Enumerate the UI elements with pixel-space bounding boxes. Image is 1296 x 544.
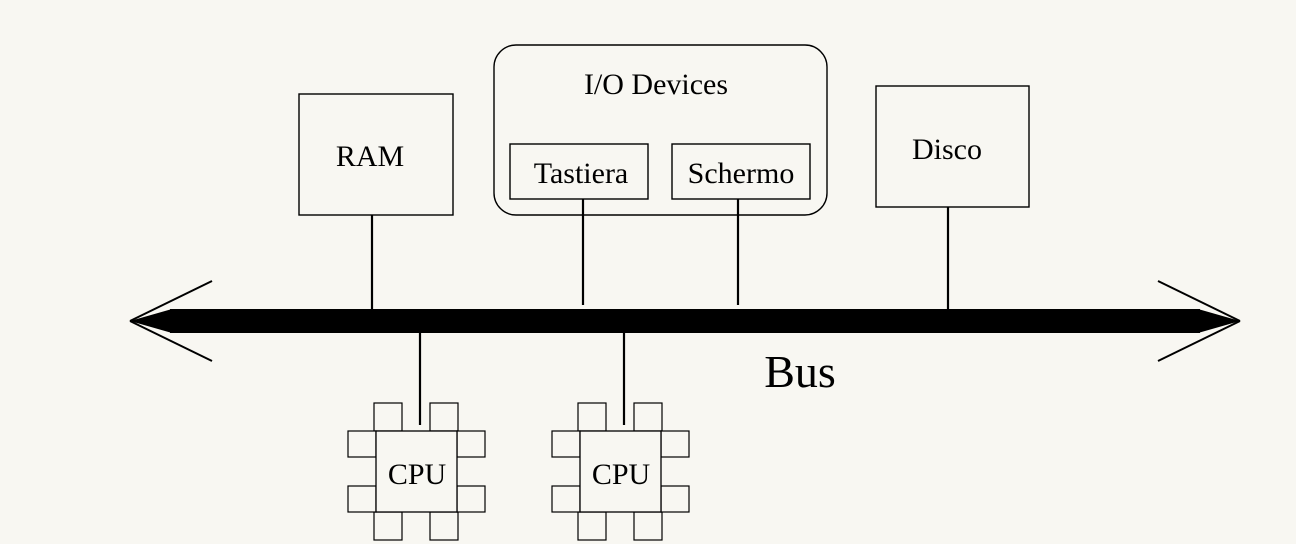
ram-box [298,93,454,216]
io-devices-group: I/O Devices Tastiera Schermo [493,44,828,305]
cpu-2-pin [551,430,581,458]
io-devices-label: I/O Devices [584,68,728,101]
bus-label: Bus [764,346,836,397]
cpu-1-pin [456,430,486,458]
screen-label: Schermo [688,157,795,190]
ram-module: RAM [298,93,454,309]
cpu-2-pin [660,430,690,458]
disk-box [875,85,1030,208]
cpu-1-pin [456,485,486,513]
bus-arrowhead-right [1198,309,1240,333]
cpu-1-body [375,430,458,513]
cpu-2-label: CPU [592,458,651,491]
bus-arrow-right-upper-barb [1157,280,1241,322]
cpu-chip-1: CPU [347,333,486,541]
cpu-1-pin [429,402,459,432]
keyboard-box [509,143,649,200]
disk-label: Disco [912,133,982,166]
bus-bar [170,309,1200,333]
cpu-1-pin [373,511,403,541]
screen-box [671,143,811,200]
bus-arrow-right-lower-barb [1157,320,1241,362]
cpu-1-pin [347,430,377,458]
cpu-2-pin [551,485,581,513]
bus-arrow-left-lower-barb [129,320,213,362]
keyboard-label: Tastiera [534,157,629,190]
io-devices-frame [493,44,828,216]
ram-label: RAM [336,140,404,173]
cpu-1-pin [429,511,459,541]
cpu-2-pin [633,402,663,432]
cpu-2-pin [660,485,690,513]
bus-arrowhead-left [130,309,172,333]
cpu-1-pin [347,485,377,513]
cpu-1-pin [373,402,403,432]
bus-arrow-left-upper-barb [129,280,213,322]
system-bus: Bus [129,280,1241,397]
cpu-2-pin [633,511,663,541]
cpu-2-body [579,430,662,513]
cpu-2-pin [577,511,607,541]
disk-module: Disco [875,85,1030,309]
cpu-chip-2: CPU [551,333,690,541]
cpu-2-pin [577,402,607,432]
cpu-1-label: CPU [388,458,447,491]
